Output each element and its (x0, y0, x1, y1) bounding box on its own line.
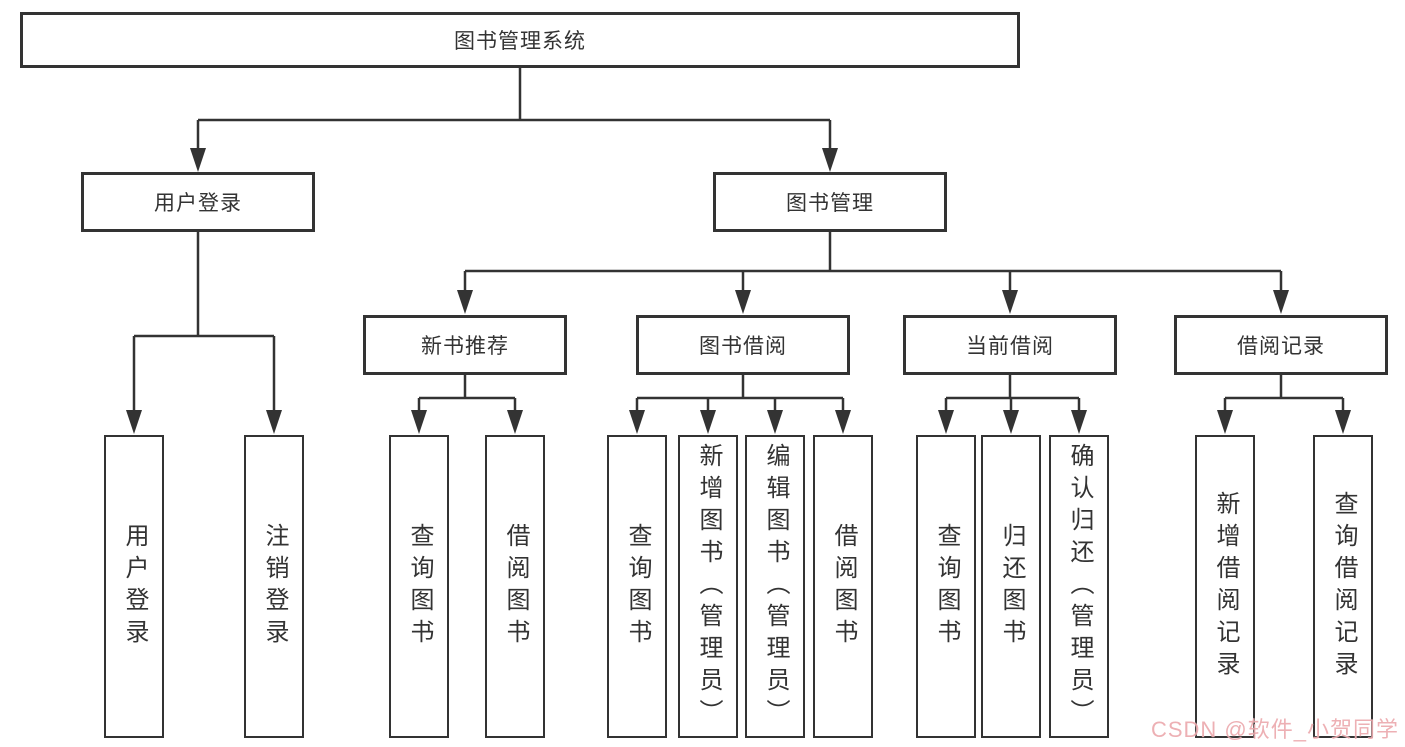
arrowhead-icon (266, 410, 282, 434)
arrowheads (126, 148, 1351, 434)
leaf-query-books-current-label: 查询图书 (933, 522, 960, 651)
arrowhead-icon (1071, 410, 1087, 434)
leaf-query-books-recommend-label: 查询图书 (406, 522, 433, 651)
leaf-borrow-books-recommend-label: 借阅图书 (502, 522, 529, 651)
leaf-query-books-current: 查询图书 (916, 435, 976, 738)
leaf-add-books-admin-label: 新增图书（管理员） (695, 442, 722, 731)
leaf-confirm-return-admin-label: 确认归还（管理员） (1066, 442, 1093, 731)
leaf-query-books-recommend: 查询图书 (389, 435, 449, 738)
arrowhead-icon (1003, 410, 1019, 434)
node-book-borrow-label: 图书借阅 (699, 335, 787, 358)
node-book-management: 图书管理 (713, 172, 947, 232)
leaf-confirm-return-admin: 确认归还（管理员） (1049, 435, 1109, 738)
node-new-book-recommend-label: 新书推荐 (421, 335, 509, 358)
leaf-add-books-admin: 新增图书（管理员） (678, 435, 738, 738)
node-book-borrow: 图书借阅 (636, 315, 850, 375)
arrowhead-icon (457, 290, 473, 314)
node-user-login-label: 用户登录 (154, 192, 242, 215)
leaf-query-borrow-record: 查询借阅记录 (1313, 435, 1373, 738)
node-borrow-records: 借阅记录 (1174, 315, 1388, 375)
arrowhead-icon (629, 410, 645, 434)
leaf-borrow-books-label: 借阅图书 (830, 522, 857, 651)
node-current-borrow: 当前借阅 (903, 315, 1117, 375)
arrowhead-icon (822, 148, 838, 172)
connector-new-book-recommend-to-leaves (417, 375, 517, 414)
leaf-user-login-label: 用户登录 (121, 522, 148, 651)
node-new-book-recommend: 新书推荐 (363, 315, 567, 375)
leaf-query-books-borrow-label: 查询图书 (624, 522, 651, 651)
arrowhead-icon (700, 410, 716, 434)
arrowhead-icon (835, 410, 851, 434)
node-borrow-records-label: 借阅记录 (1237, 335, 1325, 358)
leaf-logout-label: 注销登录 (261, 522, 288, 651)
arrowhead-icon (767, 410, 783, 434)
connector-root-to-level2 (196, 68, 832, 152)
node-book-management-label: 图书管理 (786, 192, 874, 215)
leaf-borrow-books: 借阅图书 (813, 435, 873, 738)
arrowhead-icon (411, 410, 427, 434)
arrowhead-icon (1335, 410, 1351, 434)
connector-book-management-to-level3 (463, 232, 1283, 294)
leaf-add-borrow-record: 新增借阅记录 (1195, 435, 1255, 738)
arrowhead-icon (735, 290, 751, 314)
arrowhead-icon (1273, 290, 1289, 314)
node-user-login: 用户登录 (81, 172, 315, 232)
arrowhead-icon (938, 410, 954, 434)
connector-book-borrow-to-leaves (635, 375, 845, 414)
leaf-user-login: 用户登录 (104, 435, 164, 738)
leaf-return-books-label: 归还图书 (998, 522, 1025, 651)
leaf-add-borrow-record-label: 新增借阅记录 (1212, 490, 1239, 683)
node-current-borrow-label: 当前借阅 (966, 335, 1054, 358)
leaf-return-books: 归还图书 (981, 435, 1041, 738)
leaf-borrow-books-recommend: 借阅图书 (485, 435, 545, 738)
node-root-label: 图书管理系统 (454, 30, 586, 53)
leaf-query-books-borrow: 查询图书 (607, 435, 667, 738)
leaf-query-borrow-record-label: 查询借阅记录 (1330, 490, 1357, 683)
connector-user-login-to-leaves (132, 232, 276, 414)
node-root-system: 图书管理系统 (20, 12, 1020, 68)
connector-current-borrow-to-leaves (944, 375, 1081, 414)
connector-borrow-records-to-leaves (1223, 375, 1345, 414)
leaf-edit-books-admin-label: 编辑图书（管理员） (762, 442, 789, 731)
arrowhead-icon (507, 410, 523, 434)
arrowhead-icon (1002, 290, 1018, 314)
leaf-logout: 注销登录 (244, 435, 304, 738)
csdn-watermark: CSDN @软件_小贺同学 (1150, 717, 1399, 742)
arrowhead-icon (190, 148, 206, 172)
arrowhead-icon (1217, 410, 1233, 434)
leaf-edit-books-admin: 编辑图书（管理员） (745, 435, 805, 738)
arrowhead-icon (126, 410, 142, 434)
